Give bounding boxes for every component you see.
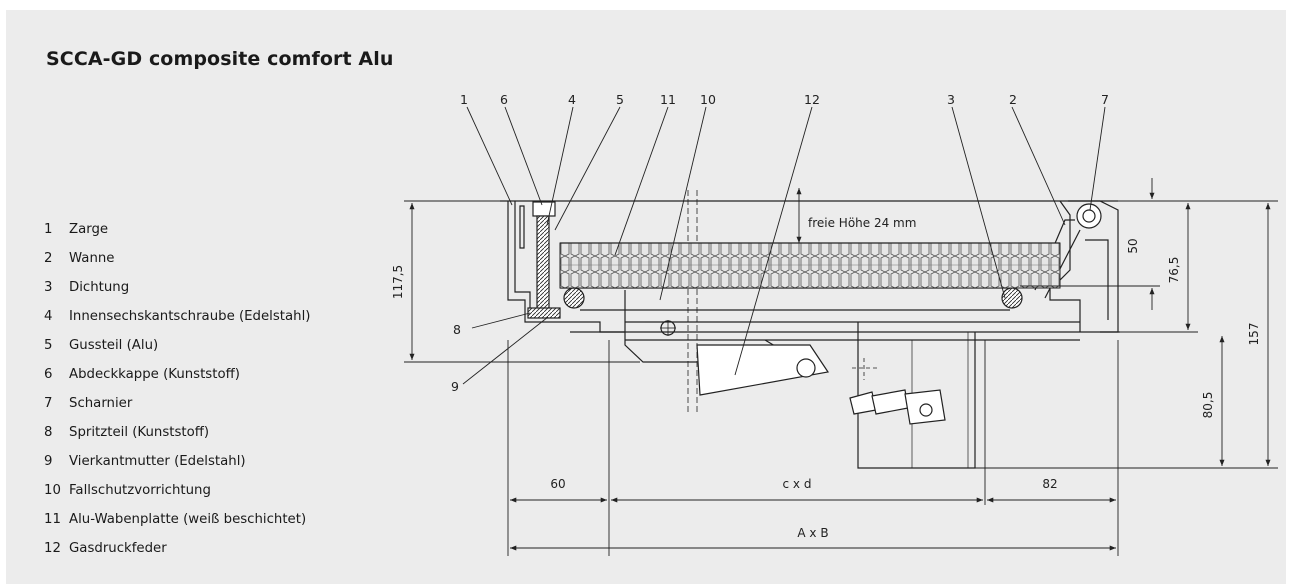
callout-9: 9 [451,379,459,394]
dim-axb: A x B [797,526,828,540]
dim-76-5: 76,5 [1167,257,1181,284]
legend-item: 12 Gasdruckfeder [44,541,310,570]
page-title: SCCA-GD composite comfort Alu [46,48,394,70]
callout-8: 8 [453,322,461,337]
legend-label: Fallschutzvorrichtung [69,483,211,498]
legend-number: 6 [44,367,53,382]
legend-label: Alu-Wabenplatte (weiß beschichtet) [69,512,307,527]
legend-label: Spritzteil (Kunststoff) [69,425,210,440]
drawing-panel [6,10,1286,584]
legend-number: 11 [44,512,61,527]
legend-label: Vierkantmutter (Edelstahl) [69,454,246,469]
callout-6: 6 [500,92,508,107]
legend-number: 10 [44,483,61,498]
callout-4: 4 [568,92,576,107]
legend-item: 8 Spritzteil (Kunststoff) [44,425,310,454]
legend-number: 1 [44,222,53,237]
parts-legend: 1 Zarge 2 Wanne 3 Dichtung 4 Innensechskants… [44,222,310,570]
legend-label: Gussteil (Alu) [69,338,159,353]
legend-label: Gasdruckfeder [69,541,167,556]
legend-label: Zarge [69,222,109,237]
callout-3: 3 [947,92,955,107]
legend-label: Scharnier [69,396,133,411]
legend-number: 4 [44,309,53,324]
dim-60: 60 [550,477,565,491]
legend-item: 2 Wanne [44,251,310,280]
dim-117-5: 117,5 [391,265,405,299]
legend-number: 8 [44,425,53,440]
legend-item: 4 Innensechskantschraube (Edelstahl) [44,309,310,338]
legend-label: Wanne [69,251,115,266]
legend-label: Dichtung [69,280,130,295]
legend-number: 12 [44,541,61,556]
callout-5: 5 [616,92,624,107]
dim-50: 50 [1126,238,1140,253]
callout-2: 2 [1009,92,1017,107]
legend-item: 5 Gussteil (Alu) [44,338,310,367]
dim-80-5: 80,5 [1201,392,1215,419]
legend-label: Innensechskantschraube (Edelstahl) [69,309,311,324]
honeycomb-panel [559,242,1061,289]
dim-82: 82 [1042,477,1057,491]
legend-item: 3 Dichtung [44,280,310,309]
legend-item: 6 Abdeckkappe (Kunststoff) [44,367,310,396]
frame-structure [500,190,1120,469]
legend-item: 1 Zarge [44,222,310,251]
legend-item: 10 Fallschutzvorrichtung [44,483,310,512]
dimension-lines [404,178,1278,556]
legend-number: 9 [44,454,53,469]
dim-157: 157 [1247,323,1261,346]
legend-item: 7 Scharnier [44,396,310,425]
legend-item: 9 Vierkantmutter (Edelstahl) [44,454,310,483]
callout-leaders [462,106,1106,385]
legend-number: 2 [44,251,53,266]
legend-item: 11 Alu-Wabenplatte (weiß beschichtet) [44,512,310,541]
legend-number: 5 [44,338,53,353]
dim-cxd: c x d [783,477,812,491]
callout-10: 10 [700,92,716,107]
callout-12: 12 [804,92,820,107]
callout-11: 11 [660,92,676,107]
dim-clear-height: freie Höhe 24 mm [808,216,916,230]
callout-7: 7 [1101,92,1109,107]
legend-number: 7 [44,396,53,411]
legend-number: 3 [44,280,53,295]
callout-1: 1 [460,92,468,107]
legend-label: Abdeckkappe (Kunststoff) [69,367,240,382]
